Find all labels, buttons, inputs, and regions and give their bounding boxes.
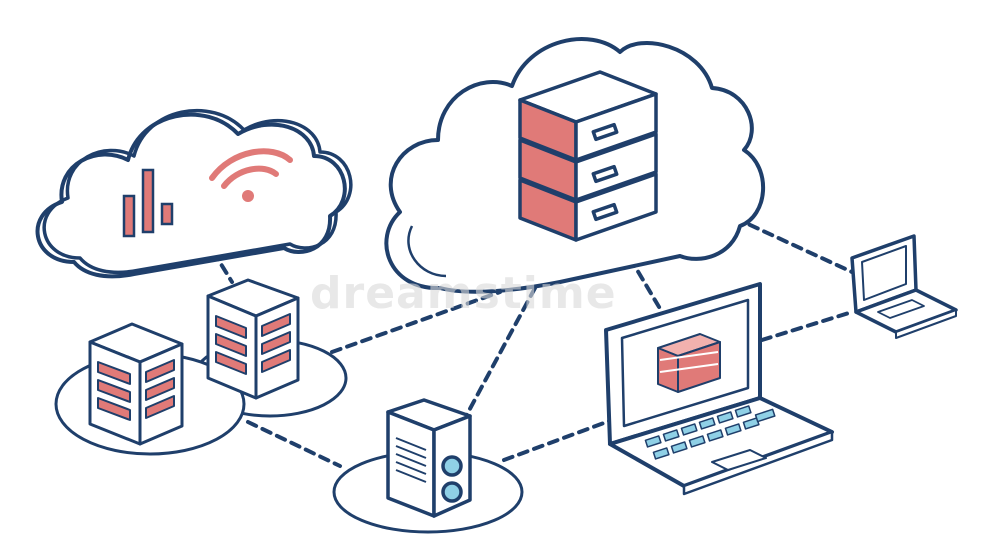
small-laptop-screen-inner [861,245,907,301]
cloud-right [384,37,766,294]
cloud-left [35,108,353,279]
connection-cloud-to-small-laptop [733,216,854,274]
connection-laptop-to-small-laptop [760,310,854,342]
laptop-icon [604,282,834,496]
cloud-right-inner-shadow [407,225,447,278]
connection-fileserver-to-laptop [502,418,614,462]
server-cluster [54,278,348,456]
server-unit-top [518,70,658,162]
small-laptop-keys [877,299,925,319]
server-tower-icon [206,278,300,400]
laptop-touchpad [711,449,767,471]
cloud-left-shape [35,112,347,279]
server-unit-middle [518,132,658,202]
server-unit-bottom [518,172,658,242]
small-laptop-base-edge [895,309,957,339]
server-tower-icon [88,322,184,446]
connection-servers-to-cloud [330,290,502,354]
laptop-base-edge [682,430,834,496]
keyboard-keys [644,405,776,460]
connection-cloud-to-fileserver [463,286,537,420]
connection-servers-to-fileserver [246,420,342,468]
watermark: dreamstime [310,268,617,319]
file-server-icon [386,398,472,518]
file-server-node [332,398,524,534]
drive-light-top [441,455,463,477]
wifi-icon [209,148,293,202]
bar-chart-icon [122,168,174,238]
server-rack-icon [518,70,658,242]
drive-light-bottom [441,481,463,503]
mini-server-stack [657,333,721,393]
laptop-icon [850,234,958,339]
